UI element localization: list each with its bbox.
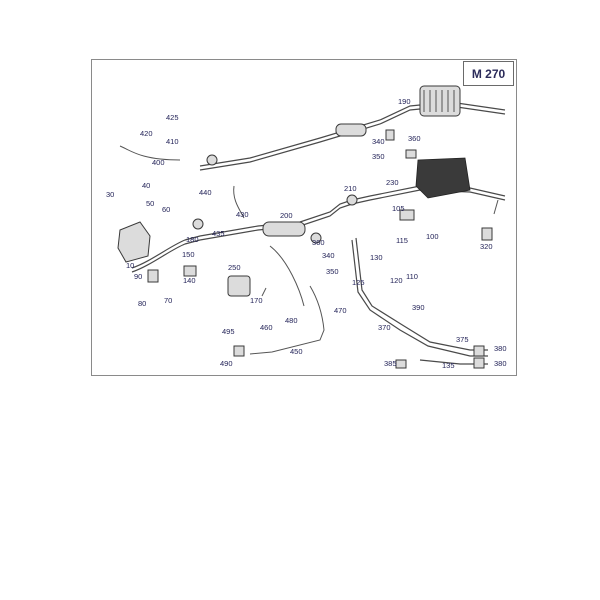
callout-label: 40: [142, 181, 150, 190]
callout-label: 140: [183, 276, 196, 285]
drain-lines: [351, 237, 488, 357]
callout-label: 190: [398, 97, 411, 106]
bracket-9: [473, 357, 485, 369]
front-pipe: [131, 185, 506, 269]
clamp-3: [192, 218, 204, 230]
callout-label: 125: [352, 278, 365, 287]
callout-label: 360: [312, 238, 325, 247]
callout-label: 375: [456, 335, 469, 344]
model-badge: M 270: [463, 61, 514, 86]
callout-label: 230: [386, 178, 399, 187]
callout-label: 250: [228, 263, 241, 272]
callout-label: 350: [372, 152, 385, 161]
bracket-1: [405, 149, 417, 159]
catalyst: [117, 221, 151, 263]
particle-filter: [227, 275, 251, 297]
callout-label: 130: [370, 253, 383, 262]
callout-label: 70: [164, 296, 172, 305]
callout-label: 495: [222, 327, 235, 336]
callout-label: 350: [326, 267, 339, 276]
callout-label: 410: [166, 137, 179, 146]
callout-label: 200: [280, 211, 293, 220]
clamp-1: [206, 154, 218, 166]
callout-label: 90: [134, 272, 142, 281]
clamp-2: [346, 194, 358, 206]
callout-label: 430: [236, 210, 249, 219]
callout-label: 400: [152, 158, 165, 167]
bracket-10: [395, 359, 407, 369]
callout-label: 30: [106, 190, 114, 199]
rear-muffler: [415, 157, 471, 199]
upper-muffler-ribs: [423, 90, 455, 112]
callout-label: 105: [392, 204, 405, 213]
front-pipe-lower: [131, 189, 506, 273]
bracket-5: [183, 265, 197, 277]
callout-label: 380: [494, 344, 507, 353]
bracket-8: [473, 345, 485, 357]
callout-label: 435: [212, 229, 225, 238]
callout-label: 370: [378, 323, 391, 332]
center-muffler: [262, 221, 306, 237]
callout-label: 50: [146, 199, 154, 208]
callout-label: 210: [344, 184, 357, 193]
bracket-3: [481, 227, 493, 241]
callout-label: 380: [494, 359, 507, 368]
callout-label: 440: [199, 188, 212, 197]
callout-label: 180: [186, 235, 199, 244]
bracket-6: [147, 269, 159, 283]
arrow-170: [261, 287, 267, 297]
callout-label: 120: [390, 276, 403, 285]
callout-label: 420: [140, 129, 153, 138]
callout-label: 340: [372, 137, 385, 146]
sensor-wire-3: [249, 285, 325, 355]
callout-label: 490: [220, 359, 233, 368]
callout-label: 10: [126, 261, 134, 270]
callout-label: 390: [412, 303, 425, 312]
callout-label: 480: [285, 316, 298, 325]
sensor-wire-4: [269, 245, 305, 307]
callout-label: 340: [322, 251, 335, 260]
bracket-7: [233, 345, 245, 357]
callout-label: 135: [442, 361, 455, 370]
callout-label: 320: [480, 242, 493, 251]
upper-resonator: [335, 123, 367, 137]
sensor-wire-2: [233, 185, 245, 219]
callout-label: 150: [182, 250, 195, 259]
bracket-4: [399, 209, 415, 221]
callout-label: 60: [162, 205, 170, 214]
callout-label: 450: [290, 347, 303, 356]
callout-label: 170: [250, 296, 263, 305]
clamp-4: [310, 232, 322, 244]
callout-label: 100: [426, 232, 439, 241]
callout-label: 360: [408, 134, 421, 143]
callout-label: 80: [138, 299, 146, 308]
callout-label: 115: [396, 236, 408, 245]
callout-label: 460: [260, 323, 273, 332]
callout-label: 110: [406, 272, 418, 281]
callout-label: 385: [384, 359, 397, 368]
arrow-320: [493, 199, 499, 215]
callout-label: 425: [166, 113, 179, 122]
callout-label: 470: [334, 306, 347, 315]
sensor-wire-1: [119, 145, 181, 161]
bracket-2: [385, 129, 395, 141]
